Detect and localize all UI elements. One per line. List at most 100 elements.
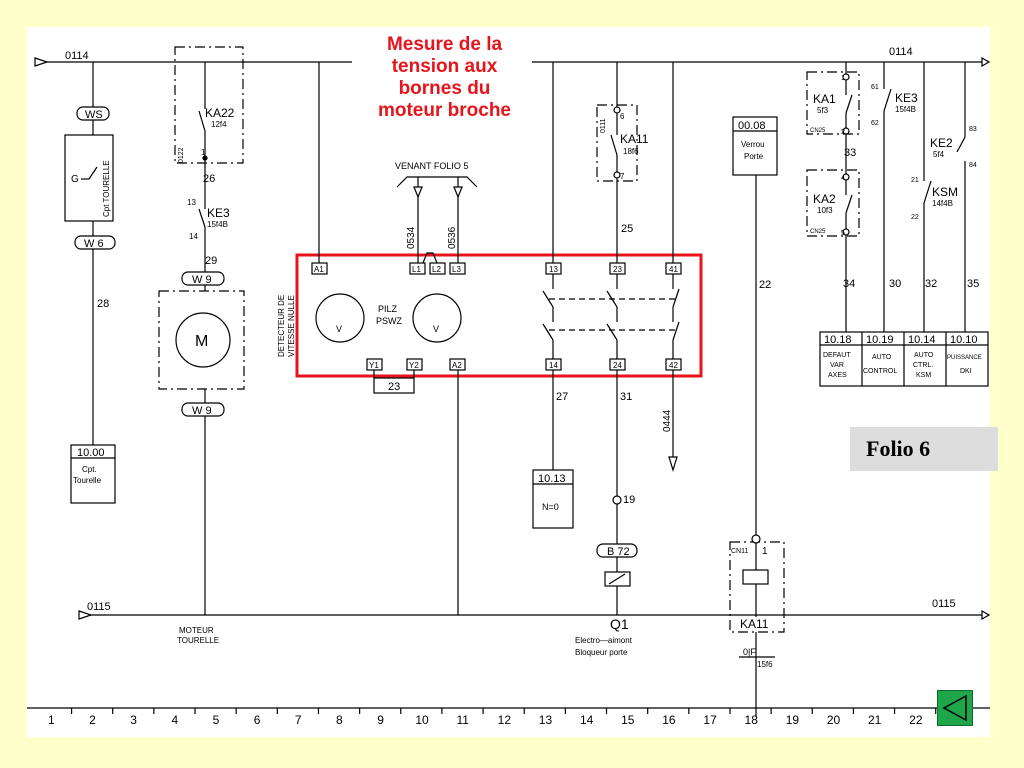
back-button[interactable]	[937, 690, 973, 726]
ka11-pin7: 7	[620, 172, 625, 181]
motor-label: M	[195, 333, 208, 350]
ke3b-label: KE3	[895, 91, 918, 105]
column-number: 16	[662, 713, 676, 727]
column-number: 17	[703, 713, 717, 727]
right-control-branches: 1 KA1 5f3 2 CN25 33 4 KA2 10f3 5 CN25 34…	[806, 62, 989, 387]
terminal-a1: A1	[314, 265, 324, 274]
motor-tourelle-branch: KA22 12f4 0122 1 26 13 KE3 15f4B 14 29 W…	[158, 46, 245, 645]
terminal-41: 41	[669, 265, 678, 274]
ka1-label: KA1	[813, 92, 836, 106]
ref-1019-t2: CONTROL	[863, 368, 897, 375]
wire-22: 22	[759, 279, 771, 291]
ka2-label: KA2	[813, 192, 836, 206]
q1-text2: Bloqueur porte	[575, 648, 628, 657]
ka22-pin1: 1	[201, 148, 206, 157]
pilz-label2: PSWZ	[376, 316, 403, 326]
ka11-coil-branch: 00.08 Verrou Porte 22 CN11 1 KA11 0|F 15…	[729, 116, 785, 717]
column-number: 7	[295, 713, 302, 727]
ref-1013: 10.13	[538, 473, 566, 485]
n0-label: N=0	[542, 502, 559, 512]
annotation-line-1: Mesure de la	[386, 34, 503, 55]
terminal-a2: A2	[452, 361, 462, 370]
ka2-pin4: 4	[841, 175, 845, 182]
wire-29: 29	[205, 255, 217, 267]
pilz-module: A1 VENANT FOLIO 5 0534 0536 L1 L2 L3 V V…	[311, 62, 682, 615]
v-left: V	[336, 324, 342, 334]
terminal-l2: L2	[432, 265, 441, 274]
ke3b-ref: 15f4B	[895, 105, 916, 114]
w9-top-label: W 9	[192, 274, 212, 286]
ref-1000: 10.00	[77, 447, 105, 459]
of-ref: 15f6	[757, 660, 773, 669]
folio-label: Folio 6	[850, 427, 998, 471]
ref-1000-text1: Cpt.	[82, 465, 97, 474]
wire-0534: 0534	[406, 226, 417, 249]
top-bus: 0114 0114	[34, 46, 990, 68]
pin-19: 19	[623, 494, 635, 506]
cpt-tourelle-branch: WS G Cpt TOURELLE W 6 28 10.00 Cpt. Tour…	[64, 62, 116, 504]
ka2-pin5: 5	[841, 230, 845, 237]
q1-branch: 0111 6 KA11 18f6 7 25 31 19 B 72 Q1 Elec…	[575, 62, 649, 657]
ksm-label: KSM	[932, 185, 958, 199]
column-number: 14	[580, 713, 594, 727]
terminal-14: 14	[549, 361, 558, 370]
wire-28: 28	[97, 298, 109, 310]
column-number: 6	[254, 713, 261, 727]
column-number: 15	[621, 713, 635, 727]
bottom-bus: 0115 0115	[78, 598, 990, 621]
w6-label: W 6	[84, 238, 104, 250]
ke3-pin13: 13	[187, 198, 196, 207]
bus-bottom-right-label: 0115	[932, 598, 956, 610]
wire-0444: 0444	[662, 409, 673, 432]
ref-0008: 00.08	[738, 120, 766, 132]
terminal-y1: Y1	[369, 361, 379, 370]
bus-top-right-label: 0114	[889, 46, 913, 58]
venant-folio-label: VENANT FOLIO 5	[395, 161, 468, 171]
wire-32: 32	[925, 278, 937, 290]
column-number: 22	[909, 713, 923, 727]
ref-1014-t3: KSM	[916, 372, 931, 379]
cn11-label: CN11	[731, 548, 748, 555]
column-number: 12	[498, 713, 512, 727]
b72-label: B 72	[607, 546, 630, 558]
bus-bottom-left-label: 0115	[87, 601, 111, 613]
column-number: 8	[336, 713, 343, 727]
wire-0536: 0536	[447, 226, 458, 249]
w9-bottom-label: W 9	[192, 405, 212, 417]
annotation-line-3: bornes du	[398, 78, 491, 99]
ke2-pin83: 83	[969, 126, 977, 133]
ka11-pin6: 6	[620, 112, 625, 121]
column-number: 5	[213, 713, 220, 727]
ref-1014: 10.14	[908, 334, 936, 346]
wire-0444-branch: 0444	[662, 62, 678, 473]
terminal-42: 42	[669, 361, 678, 370]
bus-top-left-label: 0114	[65, 50, 89, 62]
ke3b-pin61: 61	[871, 84, 879, 91]
q1-label: Q1	[610, 616, 629, 632]
q1-text1: Electro—aimont	[575, 636, 633, 645]
pilz-label1: PILZ	[378, 304, 398, 314]
column-number: 10	[415, 713, 429, 727]
ka22-pin: 0122	[178, 147, 185, 163]
ke3-pin14: 14	[189, 232, 198, 241]
column-number: 3	[130, 713, 137, 727]
detecteur-label2: VITESSE NULLE	[287, 295, 296, 357]
wire-25: 25	[621, 223, 633, 235]
ref-1018: 10.18	[824, 334, 852, 346]
ke2-pin84: 84	[969, 162, 977, 169]
g-label: G	[71, 174, 79, 185]
ref-1010: 10.10	[950, 334, 978, 346]
ke3b-pin62: 62	[871, 120, 879, 127]
ke2-ref: 5f4	[933, 150, 945, 159]
column-number: 20	[827, 713, 841, 727]
v-right: V	[433, 324, 439, 334]
ke2-label: KE2	[930, 136, 953, 150]
ref-1019-t1: AUTO	[872, 354, 892, 361]
wiring-schematic: 0114 0114 0115 0115 WS G Cpt TOURELLE W …	[27, 46, 990, 727]
ref-1018-t2: VAR	[830, 362, 844, 369]
column-number: 9	[377, 713, 384, 727]
wire-35: 35	[967, 278, 979, 290]
terminal-23: 23	[613, 265, 622, 274]
measure-highlight-box	[295, 253, 703, 378]
ref-1000-text2: Tourelle	[73, 476, 102, 485]
